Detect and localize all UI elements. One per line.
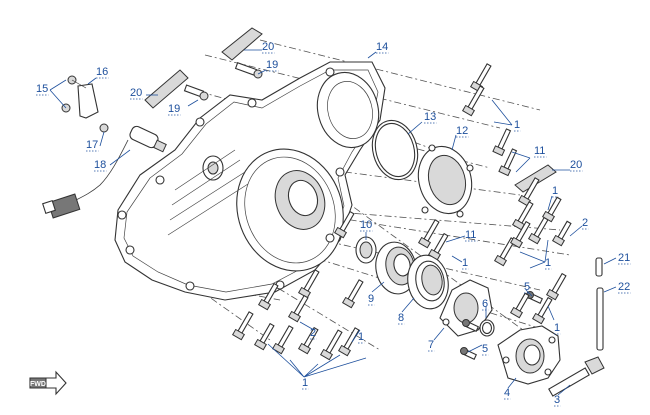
callout-label-c12: 12	[456, 125, 468, 137]
bolt	[341, 279, 364, 309]
bolt	[333, 210, 355, 239]
callout-label-c15: 15	[36, 83, 48, 95]
bolt	[297, 269, 320, 299]
callout-label-c20b: 20	[130, 87, 142, 99]
sensor-bracket	[61, 75, 99, 119]
callout-label-c1b: 1	[552, 185, 558, 197]
callout-label-c1d: 1	[545, 257, 551, 269]
bolt	[527, 216, 549, 245]
callout-label-c22: 22	[618, 281, 630, 293]
bolt	[271, 325, 294, 355]
oil-seal	[355, 236, 377, 264]
callout-label-c1g: 1	[302, 377, 308, 389]
bolt	[461, 85, 485, 117]
callout-label-c5a: 5	[524, 281, 530, 293]
end-housing	[497, 325, 561, 385]
bolt	[337, 327, 360, 357]
callout-label-c3: 3	[554, 394, 560, 406]
callout-label-c13: 13	[424, 111, 436, 123]
guide-rod	[596, 287, 604, 351]
bolt	[551, 220, 572, 247]
bolt	[492, 128, 512, 157]
bolt-19-upper	[234, 62, 263, 79]
bolt-3	[548, 356, 605, 397]
callout-lines	[49, 49, 617, 396]
callout-label-c20a: 20	[262, 41, 274, 53]
fwd-logo-text: FWD	[30, 381, 46, 388]
callout-label-c5b: 5	[482, 343, 488, 355]
callout-label-c1e: 1	[554, 322, 560, 334]
callout-label-c2b: 2	[310, 327, 316, 339]
bearing	[375, 241, 417, 295]
callout-label-c16: 16	[96, 66, 108, 78]
bolt	[531, 296, 553, 325]
cover-bolts	[231, 63, 572, 361]
bolt	[498, 148, 518, 177]
screw-5-b	[460, 347, 478, 360]
callout-label-c11a: 11	[534, 145, 545, 157]
callout-label-c10: 10	[360, 219, 372, 231]
callout-label-c2a: 2	[582, 217, 588, 229]
callout-label-c18: 18	[94, 159, 106, 171]
bolt	[257, 282, 279, 311]
bolt	[427, 232, 449, 261]
bolt	[509, 220, 531, 249]
callout-label-c14: 14	[376, 41, 388, 53]
callout-label-c6: 6	[482, 298, 488, 310]
callout-label-c7: 7	[428, 339, 434, 351]
o-ring	[479, 319, 495, 337]
callout-label-c21: 21	[618, 252, 630, 264]
bolt	[297, 326, 319, 355]
callout-label-c19a: 19	[266, 59, 278, 71]
callout-label-c9: 9	[368, 293, 374, 305]
callout-label-c17: 17	[86, 139, 98, 151]
fwd-logo: FWD	[29, 370, 67, 396]
bracket-upper	[221, 27, 263, 61]
dowel-pin	[595, 257, 603, 277]
speed-sensor	[42, 123, 167, 219]
bolt	[253, 322, 275, 351]
callout-label-c1f: 1	[358, 331, 364, 343]
bolt	[541, 196, 562, 223]
crankcase-cover	[114, 61, 386, 301]
inspection-cover	[417, 144, 474, 218]
bolt	[509, 292, 530, 319]
callout-label-c20c: 20	[570, 159, 582, 171]
callout-label-c4: 4	[504, 387, 510, 399]
bolt	[287, 294, 309, 323]
callout-label-c1a: 1	[514, 119, 520, 131]
bolt	[417, 219, 440, 249]
bracket-left	[144, 69, 189, 109]
bolt	[319, 329, 343, 361]
screw-5-a	[462, 319, 480, 332]
callout-label-c8: 8	[398, 312, 404, 324]
gasket-ring	[371, 119, 419, 181]
callout-label-c11b: 11	[465, 229, 476, 241]
bolt-19-lower	[183, 84, 209, 101]
callout-label-c1c: 1	[462, 257, 468, 269]
bolt	[545, 272, 567, 301]
bolt	[231, 311, 254, 341]
thrust-ring	[407, 254, 449, 310]
callout-label-c19b: 19	[168, 103, 180, 115]
bolt	[511, 201, 534, 231]
